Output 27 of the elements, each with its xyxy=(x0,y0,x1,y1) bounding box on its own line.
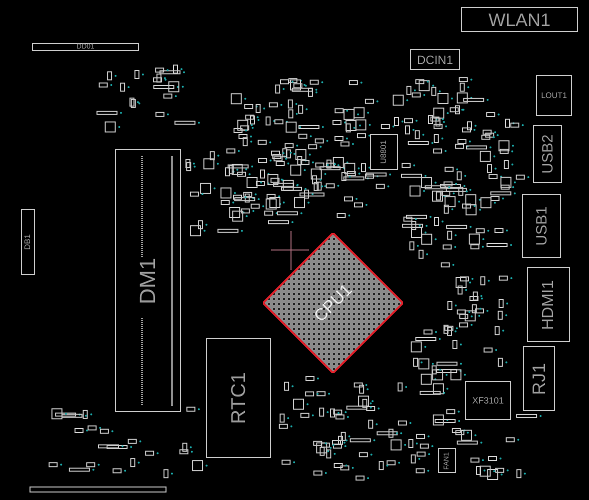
connector-outline xyxy=(21,209,35,275)
connector-outline xyxy=(527,267,570,342)
connector-outline xyxy=(533,125,562,183)
designator-label: USB1 xyxy=(534,206,549,246)
designator-label: HDMI1 xyxy=(540,280,556,330)
designator-label: DCIN1 xyxy=(417,54,453,66)
designator-label: RTC1 xyxy=(228,372,248,424)
designator-label: USB2 xyxy=(540,134,555,174)
designator-label: RJ1 xyxy=(530,362,548,394)
designator-label: DM1 xyxy=(137,257,159,304)
designator-label: DB1 xyxy=(24,234,32,250)
connector-outline xyxy=(32,43,139,51)
designator-label: WLAN1 xyxy=(488,10,550,28)
component-outline xyxy=(438,448,456,473)
component-outline xyxy=(536,75,572,116)
chip-outline xyxy=(263,233,403,373)
component-outline xyxy=(206,338,271,458)
designator-label: LOUT1 xyxy=(541,92,567,100)
connector-outline xyxy=(410,49,460,70)
connector-outline xyxy=(523,346,555,411)
component-outline xyxy=(465,381,511,420)
designator-label: XF3101 xyxy=(472,396,504,405)
memory-socket-outline xyxy=(115,149,181,412)
component-outline xyxy=(370,134,398,170)
connector-outline xyxy=(461,7,578,32)
designator-label: U8801 xyxy=(380,140,388,164)
connector-outline xyxy=(522,194,561,258)
